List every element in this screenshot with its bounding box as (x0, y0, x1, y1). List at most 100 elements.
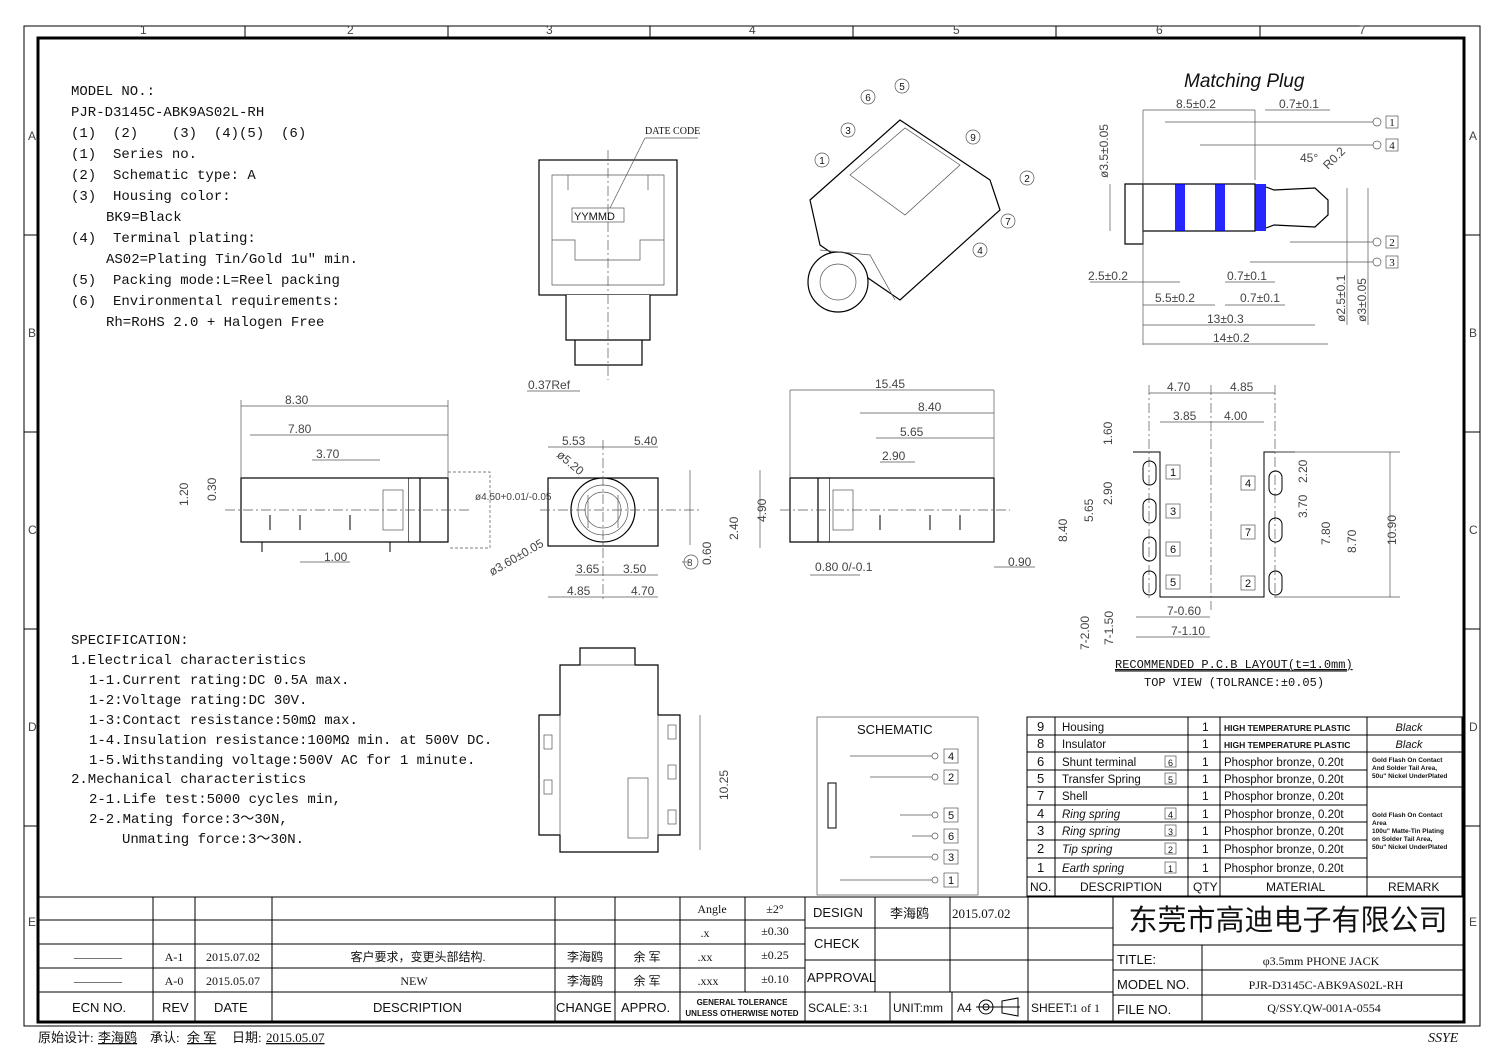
dim-label: 0.7±0.1 (1240, 291, 1280, 305)
model-line: PJR-D3145C-ABK9AS02L-RH (71, 105, 264, 121)
model-line: (1) Series no. (71, 147, 197, 163)
footer: 原始设计: 李海鸥 承认: 余 军 日期: 2015.05.07 SSYE (38, 1030, 1459, 1046)
front-view-drawing: DATE CODE YYMMD 0.37Ref (527, 126, 700, 392)
bom-material: Phosphor bronze, 0.20t (1224, 826, 1344, 838)
rev-description: NEW (400, 974, 428, 988)
footer-date: 2015.05.07 (266, 1030, 325, 1045)
bom-no: 9 (1037, 719, 1044, 734)
rev-header-ecn: ECN NO. (72, 1000, 126, 1015)
rev-header-rev: REV (162, 1000, 189, 1015)
dim-label: 0.30 (205, 477, 219, 501)
spec-line: SPECIFICATION: (71, 633, 189, 649)
bom-header-no: NO. (1030, 880, 1051, 894)
dim-label: 10.90 (1385, 515, 1399, 545)
rev-header-date: DATE (214, 1000, 248, 1015)
tol-caption: GENERAL TOLERANCE (697, 998, 788, 1007)
bom-remark: 50u" Nickel UnderPlated (1372, 773, 1447, 780)
dim-label: 7.80 (288, 422, 312, 436)
callout-7: 7 (1005, 217, 1011, 228)
grid-row-e: E (28, 915, 36, 929)
dim-label: 4.70 (631, 584, 655, 598)
dim-label: 45° (1300, 151, 1318, 165)
dim-label: 4.00 (1224, 409, 1248, 423)
bom-no: 4 (1037, 806, 1044, 821)
schematic-pin-5: 5 (948, 810, 954, 822)
plug-insulator-band (1255, 184, 1266, 231)
schematic-pin-1: 1 (948, 875, 954, 887)
grid-col-3: 3 (546, 23, 553, 37)
bom-description: Earth spring (1062, 863, 1125, 875)
grid-row-b-right: B (1469, 326, 1477, 340)
grid-col-2: 2 (347, 23, 354, 37)
matching-plug-drawing: Matching Plug 1 4 2 3 8.5±0. (1088, 71, 1399, 345)
callout-8: 8 (687, 558, 693, 569)
pcb-pin-5: 5 (1170, 577, 1176, 589)
bom-tag: 5 (1168, 775, 1173, 785)
callout-9: 9 (970, 133, 976, 144)
grid-row-b: B (28, 326, 36, 340)
callout-1: 1 (819, 156, 825, 167)
bom-remark: Black (1396, 739, 1423, 751)
bom-qty: 1 (1202, 861, 1209, 875)
pcb-pin-4: 4 (1245, 478, 1251, 490)
dim-label: 5.53 (562, 434, 586, 448)
footer-date-label: 日期: (232, 1030, 262, 1045)
approval-block: DESIGN CHECK APPROVAL 李海鸥 2015.07.02 SCA… (805, 897, 1114, 1022)
design-label: DESIGN (813, 905, 863, 920)
bom-material: HIGH TEMPERATURE PLASTIC (1224, 740, 1350, 750)
dim-label: 3.70 (316, 447, 340, 461)
bom-tag-box (1164, 842, 1177, 855)
bom-description: Tip spring (1062, 844, 1113, 856)
dim-label: 4.85 (1230, 380, 1254, 394)
pcb-pin-2: 2 (1245, 578, 1251, 590)
title-value: φ3.5mm PHONE JACK (1263, 954, 1380, 968)
dim-label: 8.70 (1345, 529, 1359, 553)
dim-label: 3.70 (1296, 494, 1310, 518)
paper-size: A4 (957, 1001, 972, 1015)
bom-qty: 1 (1202, 807, 1209, 821)
spec-line: 2.Mechanical characteristics (71, 772, 306, 788)
tol-label: Angle (697, 902, 726, 916)
bom-tag: 1 (1168, 864, 1173, 874)
spec-line: 1-3:Contact resistance:50mΩ max. (89, 713, 358, 729)
sheet-value: 1 of 1 (1072, 1001, 1100, 1015)
dim-label: 2.5±0.2 (1088, 269, 1128, 283)
dim-label: 4.90 (755, 498, 769, 522)
bom-material: Phosphor bronze, 0.20t (1224, 791, 1344, 803)
tol-label: .xxx (698, 974, 719, 988)
callout-2: 2 (1024, 174, 1030, 185)
company-name: 东莞市高迪电子有限公司 (1128, 904, 1447, 937)
grid-col-4: 4 (749, 23, 756, 37)
pcb-pin-7: 7 (1245, 527, 1251, 539)
dim-label: 2.20 (1296, 459, 1310, 483)
bom-tag: 6 (1168, 758, 1173, 768)
dim-label: 1.20 (177, 482, 191, 506)
dim-label: 2.90 (882, 449, 906, 463)
bom-no: 3 (1037, 823, 1044, 838)
dim-label: ø2.5±0.1 (1334, 274, 1348, 322)
bom-material: Phosphor bronze, 0.20t (1224, 774, 1344, 786)
callout-3: 3 (845, 126, 851, 137)
bom-description: Housing (1062, 722, 1104, 734)
grid-ticks (24, 26, 1480, 827)
dim-label: ø3.60±0.05 (487, 536, 547, 579)
dim-label: 5.5±0.2 (1155, 291, 1195, 305)
rev-header-change: CHANGE (556, 1000, 612, 1015)
dim-label: ø3±0.05 (1355, 278, 1369, 322)
scale-value: 3:1 (853, 1001, 868, 1015)
spec-line: 1-2:Voltage rating:DC 30V. (89, 693, 307, 709)
grid-labels: 1 2 3 4 5 6 7 A B C D E A B C D E (28, 23, 1478, 929)
revision-table: ECN NO. REV DATE DESCRIPTION CHANGE APPR… (38, 896, 1464, 1022)
bom-remark: And Solder Tail Area, (1372, 765, 1437, 772)
bom-description: Insulator (1062, 739, 1106, 751)
dim-label: 5.40 (634, 434, 658, 448)
bom-no: 2 (1037, 841, 1044, 856)
grid-col-7: 7 (1359, 23, 1366, 37)
pcb-pin-3: 3 (1170, 506, 1176, 518)
bom-no: 8 (1037, 736, 1044, 751)
spec-line: 2-1.Life test:5000 cycles min, (89, 792, 341, 808)
bom-description: Shunt terminal (1062, 757, 1136, 769)
model-number-notes: MODEL NO.: PJR-D3145C-ABK9AS02L-RH (1) (… (71, 84, 358, 331)
bom-qty: 1 (1202, 737, 1209, 751)
